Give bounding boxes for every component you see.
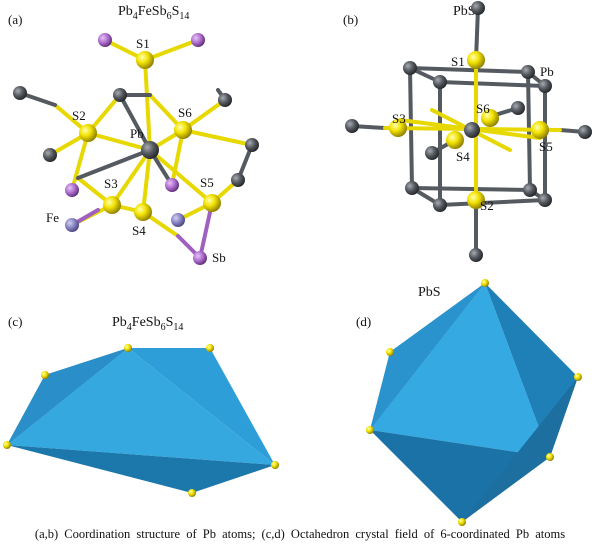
panel-c: (c) Pb4FeSb6S14: [3, 314, 279, 497]
label-s6: S6: [178, 105, 192, 120]
octahedron-d-vertices: [366, 279, 582, 526]
label-pb: Pb: [540, 64, 554, 79]
pb-atom: [345, 119, 359, 133]
pb-atom: [433, 198, 447, 212]
panel-c-title: Pb4FeSb6S14: [112, 315, 183, 333]
sb-atom: [191, 33, 205, 47]
s4-atom: [446, 131, 464, 149]
s5-atom: [531, 121, 549, 139]
panel-b-atoms: [345, 1, 592, 262]
s2-atom: [467, 191, 485, 209]
pb-atom: [523, 183, 537, 197]
pb-atom: [405, 181, 419, 195]
pb-atom: [578, 125, 592, 139]
panel-d-title: PbS: [418, 285, 441, 300]
pb-center-atom: [464, 122, 480, 138]
pb-atom: [43, 148, 57, 162]
panel-a-atoms: [13, 33, 259, 265]
s-atom: [386, 348, 394, 356]
label-s1: S1: [451, 54, 465, 69]
s-atom: [41, 371, 49, 379]
sb-atom: [65, 183, 79, 197]
s-atom: [3, 441, 11, 449]
panel-b-title: PbS: [453, 4, 476, 19]
s5-atom: [203, 194, 221, 212]
s-atom: [481, 279, 489, 287]
pb-atom: [113, 88, 127, 102]
pb-atom: [521, 65, 535, 79]
pb-atom: [403, 61, 417, 75]
fe-atom: [171, 213, 185, 227]
panel-b-label: (b): [343, 12, 358, 27]
label-s1: S1: [136, 36, 150, 51]
pb-atom: [538, 79, 552, 93]
s2-atom: [79, 124, 97, 142]
s-atom: [574, 373, 582, 381]
label-s6: S6: [476, 101, 490, 116]
label-s4: S4: [456, 149, 470, 164]
label-s5: S5: [539, 139, 553, 154]
pb-atom: [469, 248, 483, 262]
panel-d-label: (d): [356, 314, 371, 329]
label-s3: S3: [392, 111, 406, 126]
panel-b-atom-labels: S1 Pb S6 S3 S4 S5 S2: [392, 54, 554, 213]
s1-atom: [136, 51, 154, 69]
sb-atom: [98, 33, 112, 47]
pb-atom: [218, 93, 232, 107]
pb-atom: [538, 193, 552, 207]
figure-caption: (a,b) Coordination structure of Pb atoms…: [34, 527, 566, 541]
label-pb: Pb: [130, 126, 144, 141]
fe-atom: [65, 218, 79, 232]
pb-center-atom: [141, 141, 159, 159]
s-atom: [188, 489, 196, 497]
panel-b: (b) PbS: [343, 1, 592, 262]
label-s5: S5: [200, 175, 214, 190]
s6-atom: [174, 121, 192, 139]
label-s3: S3: [104, 176, 118, 191]
s-atom: [458, 518, 466, 526]
s-atom: [366, 426, 374, 434]
panel-a-title: Pb4FeSb6S14: [118, 4, 189, 22]
s-atom: [546, 453, 554, 461]
panel-a-atom-labels: S1 S2 S6 Pb S3 S5 S4 Fe Sb: [46, 36, 226, 265]
s6-atom: [481, 109, 499, 127]
s1-atom: [467, 51, 485, 69]
sb-atom: [165, 178, 179, 192]
panel-c-label: (c): [8, 314, 22, 329]
label-s2: S2: [480, 198, 494, 213]
pb-atom: [471, 1, 485, 15]
pb-atom: [511, 101, 525, 115]
label-s2: S2: [72, 108, 86, 123]
sb-atom: [193, 251, 207, 265]
panel-a: (a) Pb4FeSb6S14: [8, 4, 259, 265]
pb-atom: [245, 138, 259, 152]
panel-a-label: (a): [8, 12, 22, 27]
octahedron-d: [370, 283, 578, 522]
label-sb: Sb: [212, 250, 226, 265]
s3-atom: [389, 119, 407, 137]
s-atom: [271, 461, 279, 469]
label-s4: S4: [132, 223, 146, 238]
pb-atom: [425, 146, 439, 160]
pb-atom: [231, 173, 245, 187]
pb-atom: [433, 75, 447, 89]
octahedron-c-vertices: [3, 344, 279, 497]
s-atom: [206, 344, 214, 352]
label-fe: Fe: [46, 210, 59, 225]
s4-atom: [134, 203, 152, 221]
octahedron-c: [7, 348, 275, 493]
panel-d: (d) PbS: [356, 279, 582, 526]
pb-atom: [13, 86, 27, 100]
s-atom: [124, 344, 132, 352]
s3-atom: [103, 196, 121, 214]
